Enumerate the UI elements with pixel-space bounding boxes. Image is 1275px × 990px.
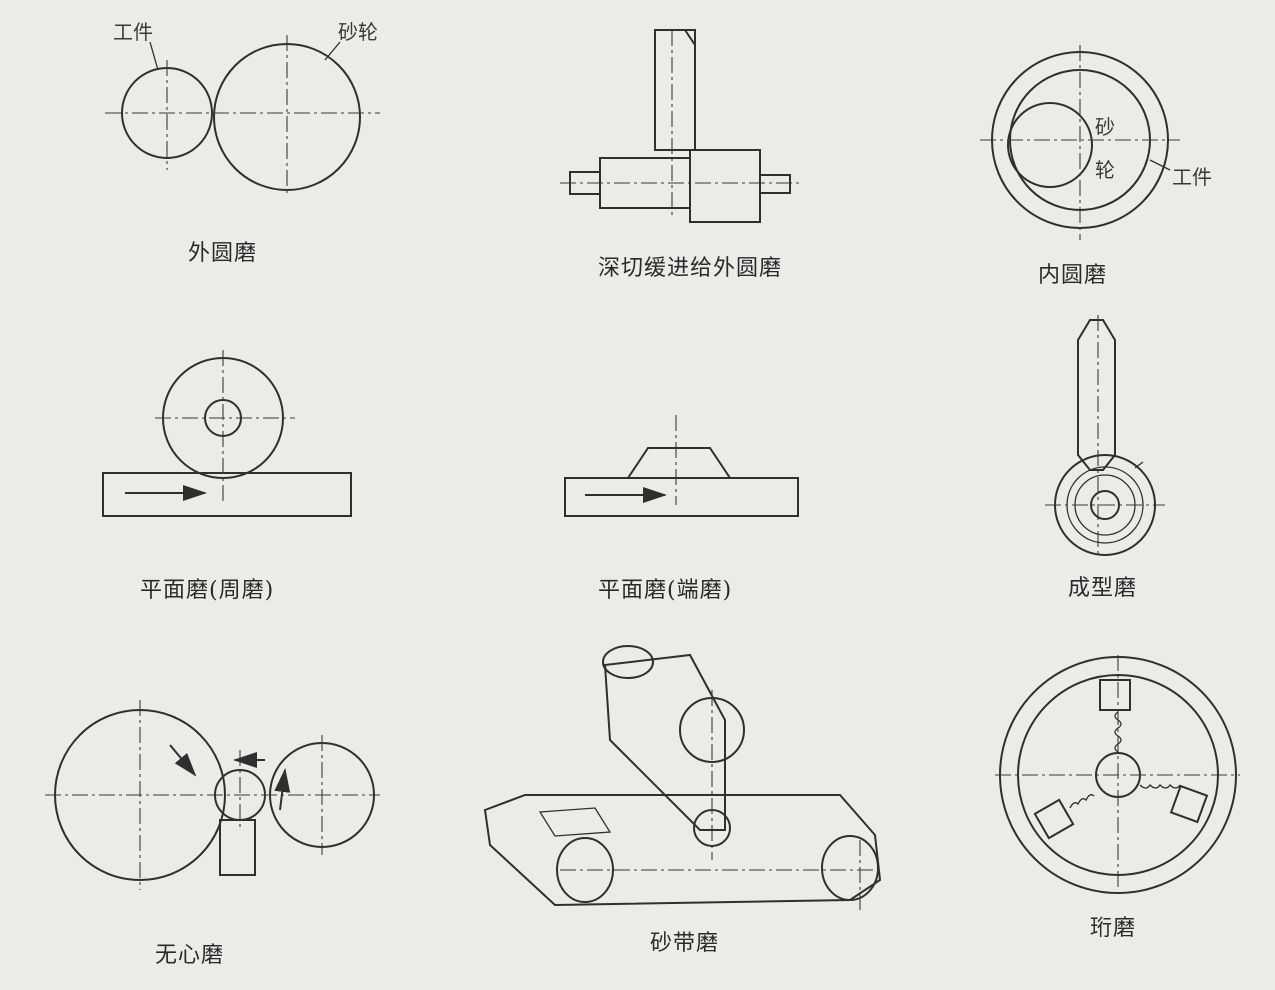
honing-figure: [995, 655, 1240, 894]
belt-grinding-figure: [483, 645, 882, 910]
caption-form: 成型磨: [1068, 576, 1138, 601]
wheel-block: [654, 29, 696, 151]
workpiece-plate: [102, 472, 352, 517]
face-workpiece: [564, 477, 799, 517]
centerless-grinding-figure: [45, 700, 380, 890]
work-rest: [219, 819, 256, 876]
caption-internal: 内圆磨: [1038, 263, 1108, 288]
internal-workpiece-label: 工件: [1172, 165, 1212, 189]
internal-grinding-figure: [980, 45, 1180, 240]
form-wheel: [1077, 319, 1116, 471]
hone-stone-left: [1033, 798, 1075, 840]
caption-honing: 珩磨: [1090, 916, 1137, 941]
workpiece-label: 工件: [113, 20, 153, 44]
surface-peripheral-grinding-figure: [102, 350, 352, 517]
conveyor-belt: [483, 794, 882, 907]
cup-wheel: [626, 447, 732, 479]
caption-surface-peripheral: 平面磨(周磨): [140, 578, 275, 603]
cylindrical-grinding-figure: [105, 35, 380, 195]
belt-frame: [603, 653, 726, 831]
workpiece-right: [689, 149, 761, 223]
caption-belt: 砂带磨: [650, 931, 720, 956]
caption-creep-feed: 深切缓进给外圆磨: [598, 256, 783, 281]
caption-surface-face: 平面磨(端磨): [598, 578, 733, 603]
surface-face-grinding-figure: [564, 415, 799, 517]
hone-stone-right: [1169, 784, 1209, 824]
form-grinding-figure: [1045, 315, 1165, 556]
wheel-label: 砂轮: [338, 20, 378, 44]
hone-stone-top: [1099, 679, 1131, 711]
internal-wheel-label-1: 砂: [1095, 115, 1115, 139]
caption-centerless: 无心磨: [155, 943, 225, 968]
internal-wheel: [1007, 102, 1093, 188]
internal-wheel-label-2: 轮: [1095, 158, 1115, 182]
creep-feed-grinding-figure: [560, 29, 800, 223]
caption-cylindrical: 外圆磨: [188, 241, 258, 266]
